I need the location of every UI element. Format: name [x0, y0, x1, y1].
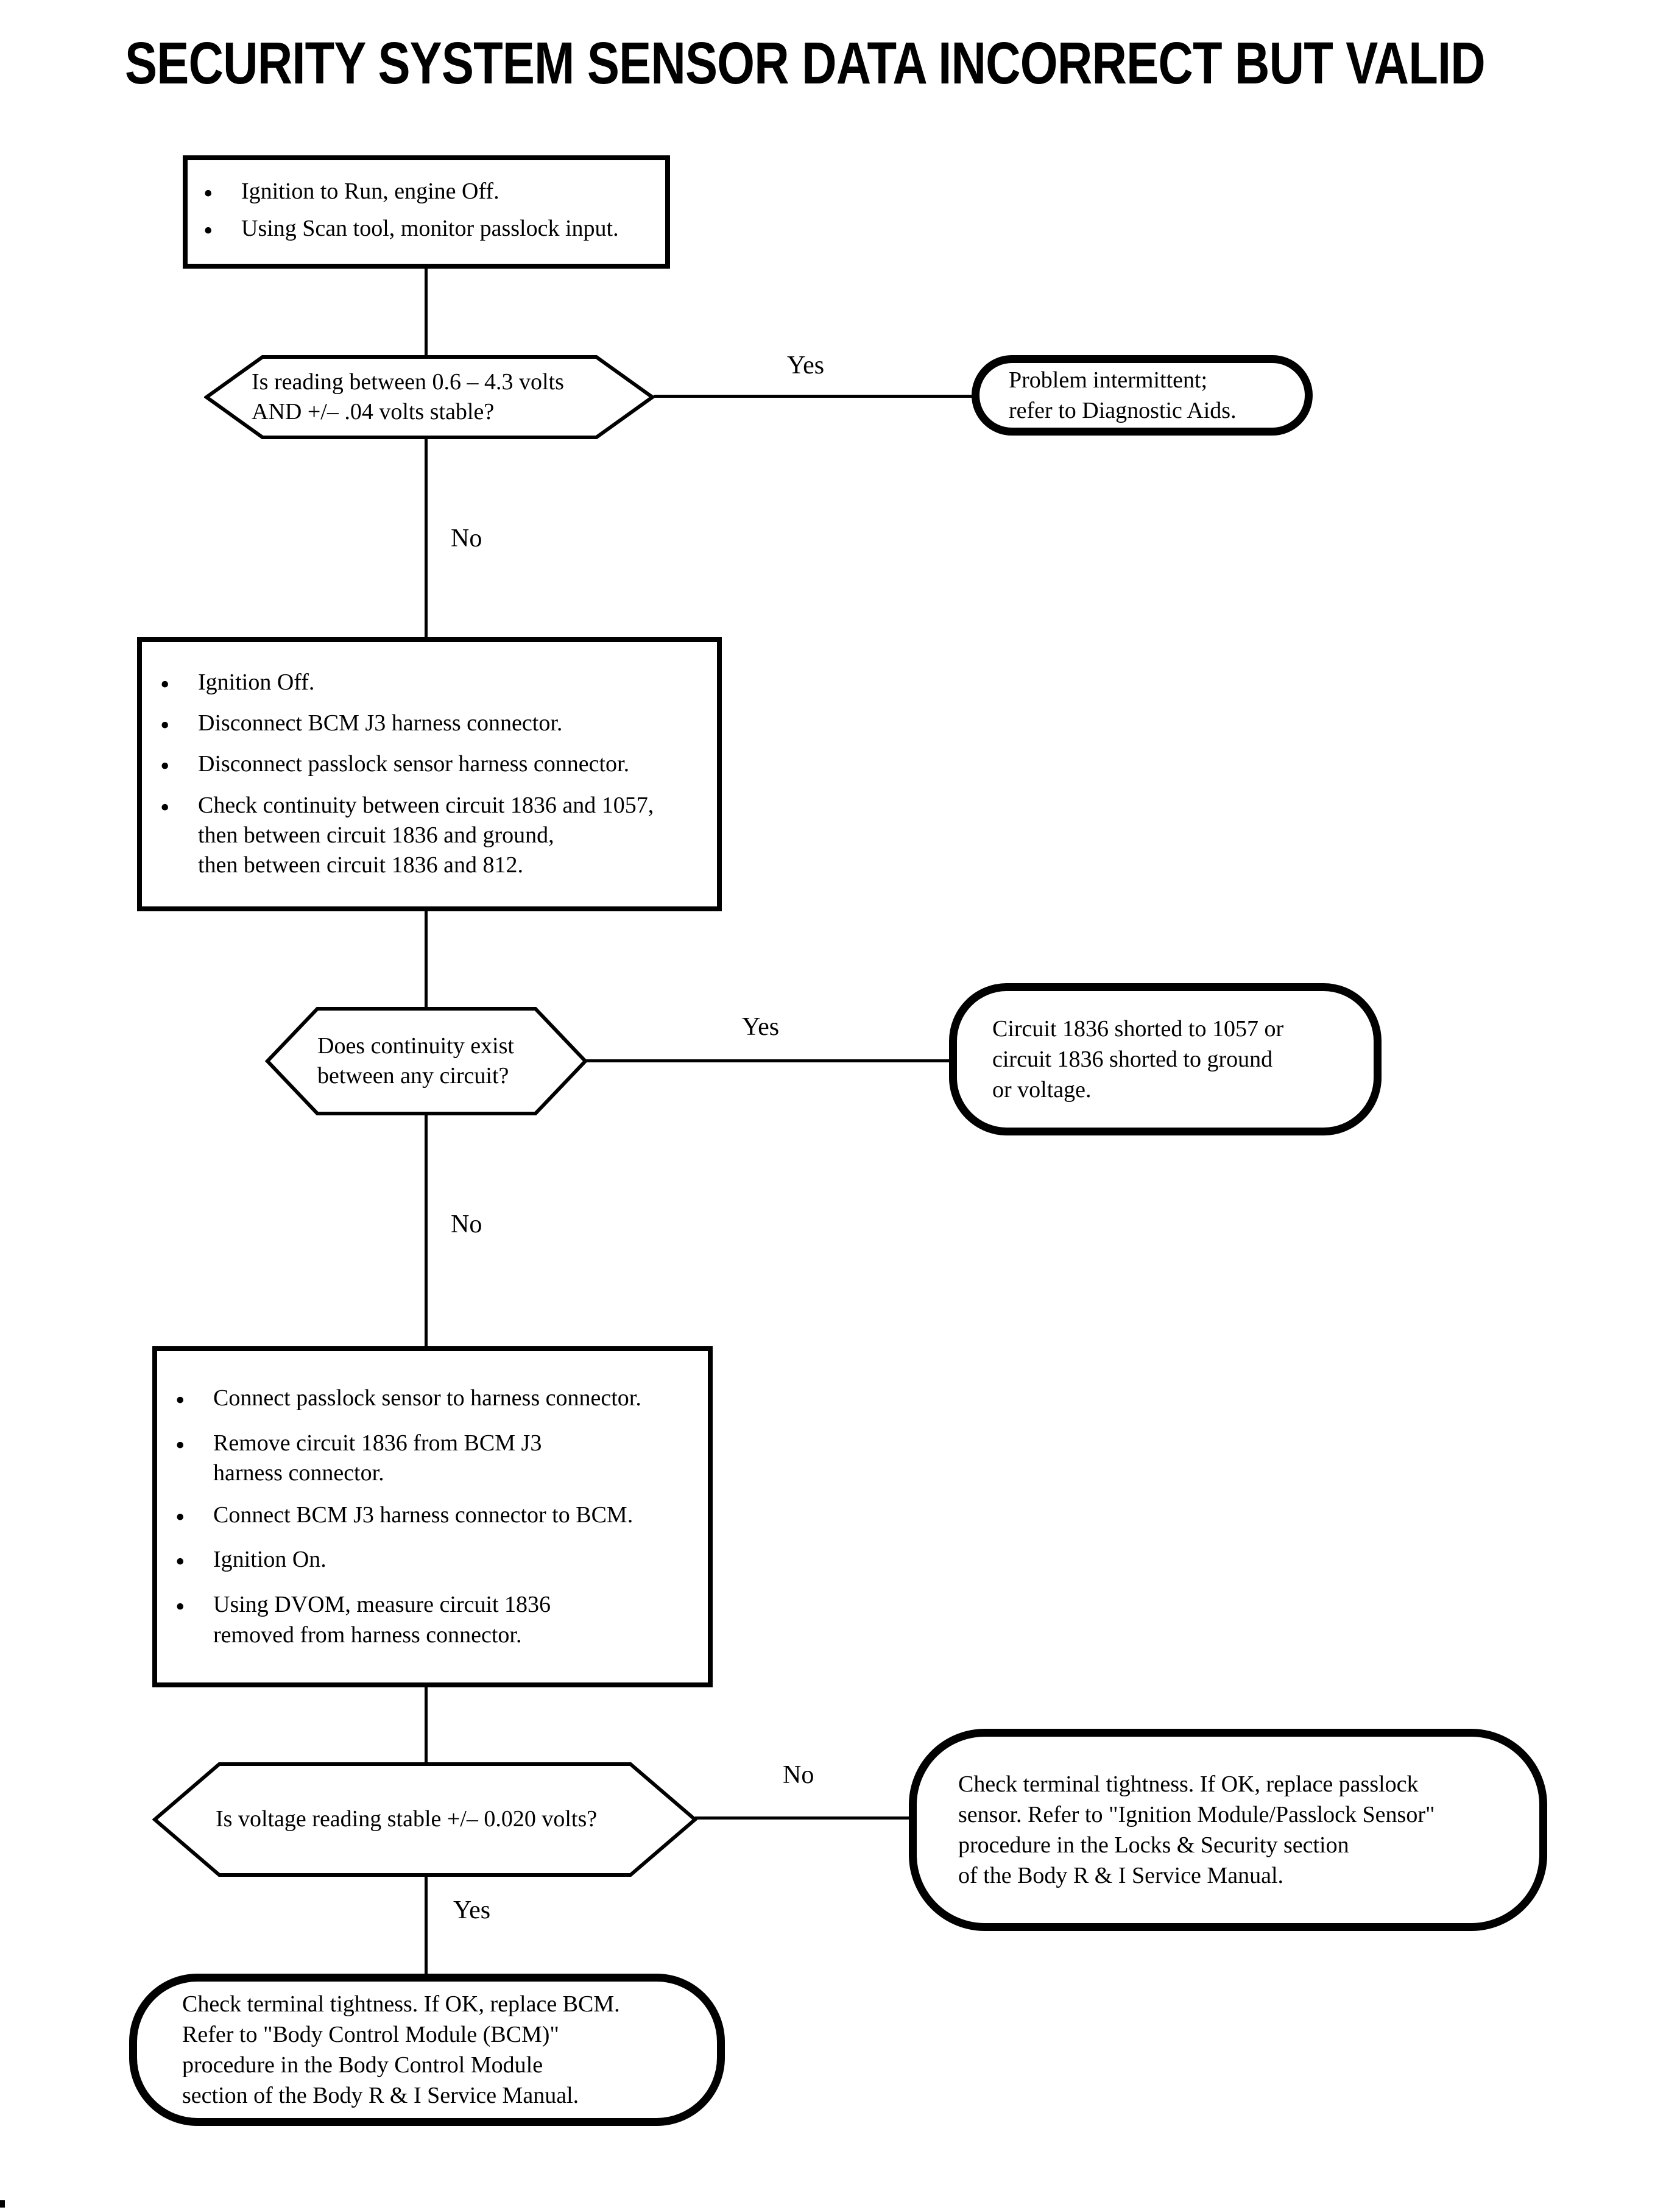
terminal-circuit-shorted: Circuit 1836 shorted to 1057 or circuit …	[949, 983, 1382, 1135]
bullet-icon: •	[203, 215, 213, 245]
step-item: • Disconnect BCM J3 harness connector.	[157, 708, 702, 742]
bullet-icon: •	[160, 792, 170, 822]
decision-continuity-exists: Does continuity exist between any circui…	[265, 1006, 588, 1116]
step-item: • Connect BCM J3 harness connector to BC…	[172, 1500, 693, 1534]
step-item-text: Ignition Off.	[198, 669, 315, 696]
process-box-check-continuity: • Ignition Off. • Disconnect BCM J3 harn…	[137, 637, 722, 911]
step-item-text: Check continuity between circuit 1836 an…	[198, 792, 654, 878]
decision-question: Is reading between 0.6 – 4.3 volts AND +…	[252, 369, 564, 425]
process-box-measure-circuit: • Connect passlock sensor to harness con…	[152, 1346, 713, 1687]
hexagon-shape	[204, 355, 655, 439]
bullet-icon: •	[175, 1430, 185, 1460]
connector-line	[586, 1059, 950, 1062]
page-title: SECURITY SYSTEM SENSOR DATA INCORRECT BU…	[125, 30, 1486, 96]
step-item-text: Connect BCM J3 harness connector to BCM.	[213, 1502, 634, 1528]
step-item-text: Remove circuit 1836 from BCM J3 harness …	[213, 1430, 542, 1486]
step-item-text: Using Scan tool, monitor passlock input.	[241, 215, 619, 241]
terminal-replace-bcm: Check terminal tightness. If OK, replace…	[129, 1974, 725, 2126]
scan-artifact	[0, 2200, 5, 2208]
connector-line	[695, 1816, 909, 1820]
bullet-icon: •	[175, 1385, 185, 1415]
connector-line	[425, 267, 428, 356]
branch-label-no: No	[451, 1210, 482, 1238]
step-item-text: Ignition to Run, engine Off.	[241, 178, 499, 205]
bullet-icon: •	[175, 1502, 185, 1532]
step-item: • Connect passlock sensor to harness con…	[172, 1383, 693, 1417]
step-item: • Ignition Off.	[157, 668, 702, 701]
step-item: • Disconnect passlock sensor harness con…	[157, 749, 702, 783]
bullet-icon: •	[175, 1547, 185, 1577]
decision-reading-stable: Is reading between 0.6 – 4.3 volts AND +…	[204, 355, 655, 440]
step-item: • Using DVOM, measure circuit 1836 remov…	[172, 1590, 693, 1650]
step-item-text: Connect passlock sensor to harness conne…	[213, 1385, 641, 1411]
terminal-text: Check terminal tightness. If OK, replace…	[182, 1991, 620, 2109]
connector-line	[425, 437, 428, 638]
decision-voltage-stable: Is voltage reading stable +/– 0.020 volt…	[152, 1762, 697, 1877]
step-item: • Ignition to Run, engine Off.	[200, 177, 653, 210]
terminal-replace-passlock-sensor: Check terminal tightness. If OK, replace…	[909, 1729, 1547, 1931]
branch-label-no: No	[451, 524, 482, 552]
terminal-problem-intermittent: Problem intermittent; refer to Diagnosti…	[972, 355, 1313, 436]
terminal-text: Check terminal tightness. If OK, replace…	[958, 1771, 1435, 1889]
step-item-text: Ignition On.	[213, 1547, 326, 1573]
bullet-icon: •	[160, 751, 170, 782]
decision-question: Does continuity exist between any circui…	[317, 1033, 514, 1089]
connector-line	[425, 910, 428, 1008]
process-box-monitor-passlock-input: • Ignition to Run, engine Off. • Using S…	[183, 155, 670, 269]
step-item: • Remove circuit 1836 from BCM J3 harnes…	[172, 1428, 693, 1489]
connector-line	[425, 1875, 428, 1975]
decision-question: Is voltage reading stable +/– 0.020 volt…	[216, 1806, 598, 1832]
step-item-text: Disconnect BCM J3 harness connector.	[198, 710, 563, 736]
bullet-icon: •	[160, 669, 170, 700]
bullet-icon: •	[160, 710, 170, 741]
step-item: • Check continuity between circuit 1836 …	[157, 791, 702, 881]
branch-label-yes: Yes	[742, 1013, 780, 1041]
hexagon-shape	[265, 1007, 588, 1115]
hexagon-shape	[152, 1762, 697, 1877]
step-item: • Using Scan tool, monitor passlock inpu…	[200, 214, 653, 247]
connector-line	[425, 1114, 428, 1347]
terminal-text: Problem intermittent; refer to Diagnosti…	[1009, 367, 1237, 423]
step-item-text: Disconnect passlock sensor harness conne…	[198, 751, 630, 777]
bullet-icon: •	[203, 178, 213, 209]
branch-label-no: No	[783, 1761, 814, 1789]
terminal-text: Circuit 1836 shorted to 1057 or circuit …	[992, 1015, 1284, 1103]
branch-label-yes: Yes	[787, 351, 825, 380]
connector-line	[425, 1686, 428, 1763]
bullet-icon: •	[175, 1592, 185, 1622]
step-item: • Ignition On.	[172, 1545, 693, 1578]
step-item-text: Using DVOM, measure circuit 1836 removed…	[213, 1592, 551, 1648]
connector-line	[654, 395, 973, 398]
branch-label-yes: Yes	[453, 1896, 491, 1924]
